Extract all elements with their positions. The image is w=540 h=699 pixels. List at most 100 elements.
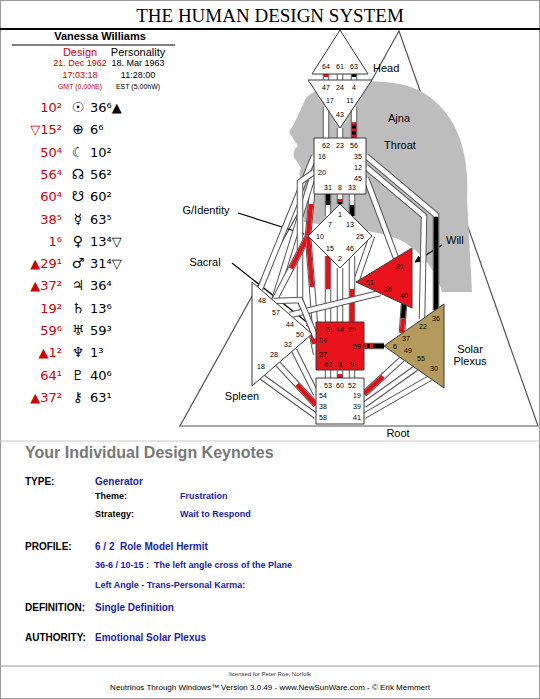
channel-outline (337, 74, 344, 80)
channel-activation (326, 194, 331, 205)
personality-gate: 40⁶ (90, 368, 112, 382)
channel (340, 194, 341, 204)
date: 21. Dec 1962 (53, 59, 107, 69)
channel-outline (337, 128, 344, 138)
design-gate: 19² (40, 302, 62, 316)
design-gate: 60⁴ (40, 190, 62, 204)
gate-number: 29 (348, 326, 356, 333)
gate-number: 56 (350, 142, 358, 149)
gate-number: 41 (353, 414, 361, 421)
design-gate: 56⁴ (40, 168, 62, 182)
gate-number: 63 (350, 63, 358, 70)
title-rule (0, 28, 540, 30)
keynote-value: Wait to Respond (180, 510, 251, 520)
channel-activation (352, 123, 357, 139)
center-outline (308, 80, 372, 128)
channel-outline (274, 236, 308, 301)
channel-outline (323, 107, 330, 138)
channel-outline (351, 107, 358, 138)
planet-symbol: ☾ (72, 145, 85, 160)
gate-number: 64 (322, 63, 330, 70)
keynote-key: TYPE: (25, 476, 54, 487)
center-name: Solar Plexus (445, 343, 495, 367)
gate-number: 39 (353, 403, 361, 410)
gate-number: 12 (354, 164, 362, 171)
gate-number: 57 (272, 309, 280, 316)
channel (354, 74, 355, 80)
planet-symbol: ☋ (72, 189, 84, 204)
gate-number: 28 (270, 351, 278, 358)
license-note: licensed for Peter Roe, Norfolk (229, 671, 311, 678)
channel-outline (325, 256, 332, 322)
channel (274, 236, 308, 301)
energy-center: 7113102515246 (308, 204, 372, 268)
channel (340, 128, 341, 138)
personality-gate: 63¹ (90, 391, 112, 405)
planet-symbol: ☊ (72, 167, 84, 182)
design-gate: 59⁶ (40, 324, 62, 338)
design-gate: 10² (40, 101, 62, 115)
channel (340, 370, 341, 378)
design-gate: 1⁶ (49, 235, 62, 249)
section-heading: Your Individual Design Keynotes (25, 444, 274, 462)
personality-gate: 13⁶ (90, 302, 112, 316)
gate-number: 52 (348, 382, 356, 389)
column-heading: Personality (111, 46, 165, 58)
personality-gate: 6⁶ (90, 123, 103, 137)
gate-number: 61 (336, 63, 344, 70)
center-outline (316, 322, 364, 370)
personality-gate: 60² (90, 190, 112, 204)
channel-core (274, 236, 308, 301)
design-gate: 50⁴ (40, 145, 62, 159)
energy-center: 48574450322818 (252, 282, 312, 386)
channel-outline (325, 194, 332, 216)
gate-number: 51 (366, 279, 374, 286)
gate-number: 26 (384, 286, 392, 293)
gate-number: 21 (396, 263, 404, 270)
channel-outline (349, 256, 356, 322)
channel-core (338, 370, 343, 378)
channel (262, 377, 316, 416)
center-outline (384, 304, 444, 388)
center-name: Will (446, 234, 464, 246)
gate-number: 43 (336, 111, 344, 118)
gate-number: 50 (296, 331, 304, 338)
personality-gate: 13⁴▽ (90, 235, 122, 249)
center-name: Sacral (189, 256, 220, 268)
gate-number: 3 (338, 361, 342, 368)
planet-symbol: ♇ (72, 368, 85, 383)
gate-number: 38 (319, 403, 327, 410)
gate-number: 32 (284, 341, 292, 348)
gate-number: 30 (430, 365, 438, 372)
planet-symbol: ⊕ (72, 123, 84, 138)
design-gate: 38⁵ (40, 212, 62, 226)
personality-gate: 36⁴ (90, 279, 112, 293)
gate-number: 40 (400, 292, 408, 299)
column-heading: Design (63, 46, 97, 58)
software-credit: Neutrinos Through Windows™ Version 3.0.4… (110, 684, 430, 693)
keynote-value: Emotional Solar Plexus (95, 632, 206, 643)
energy-center: 47244174311 (308, 80, 372, 128)
gate-number: 54 (319, 392, 327, 399)
gate-number: 20 (318, 169, 326, 176)
gate-number: 13 (346, 221, 354, 228)
planet-symbol: ♀ (73, 234, 83, 249)
channel-activation (364, 344, 374, 349)
gate-number: 46 (346, 245, 354, 252)
keynote-key: DEFINITION: (25, 602, 85, 613)
channel (364, 346, 384, 347)
personality-gate: 36⁶▲ (90, 101, 122, 115)
keynote-value: Frustration (180, 492, 228, 502)
gate-number: 17 (326, 97, 334, 104)
gate-number: 33 (348, 184, 356, 191)
channel-outline (364, 343, 384, 350)
energy-center: 64 61 63 (312, 30, 368, 74)
planet-symbol: ♅ (72, 323, 85, 338)
gate-number: 53 (324, 382, 332, 389)
channel-activation (352, 123, 357, 139)
center-name: Root (386, 427, 409, 439)
channel-activation (308, 204, 311, 236)
personality-gate: 31⁴▽ (90, 257, 122, 271)
